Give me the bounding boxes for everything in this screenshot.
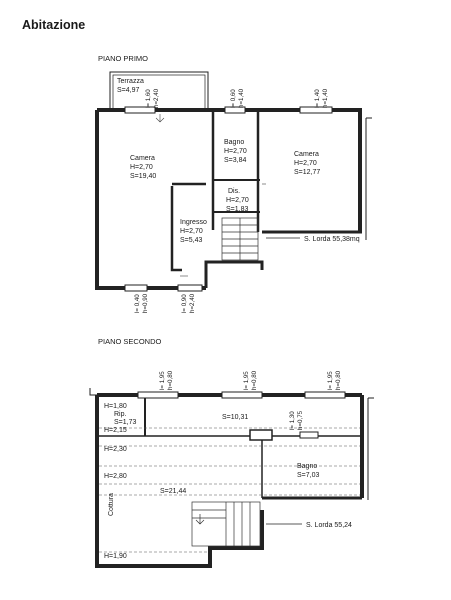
f1-op3-h: h=1,40 (322, 88, 329, 108)
floor1-openings (124, 106, 333, 292)
f2-h230: H=2,30 (104, 446, 127, 453)
bagno2-name: Bagno (297, 463, 317, 470)
floor2-lorda: S. Lorda 55,24 (306, 522, 352, 529)
ingresso-name: Ingresso (180, 219, 207, 226)
bagno1-name: Bagno (224, 139, 244, 146)
f1-op1-h: h=2,40 (153, 88, 160, 108)
f2-op1-h: h=0,80 (167, 370, 174, 390)
floor2-room-labels: H=1,80 Rip. S=1,73 H=2,15 S=10,31 H=2,30… (104, 403, 319, 560)
f1-op5-l: l= 0,90 (181, 294, 188, 313)
floor2-interior-walls (97, 397, 362, 498)
f2-op2-l: l= 1,95 (243, 371, 250, 390)
camera1-area: S=19,40 (130, 173, 156, 180)
f2-op3-l: l= 1,95 (327, 371, 334, 390)
floor1-interior-walls (170, 112, 260, 272)
dis-name: Dis. (228, 188, 240, 195)
rip-h2: H=2,15 (104, 427, 127, 434)
floor2-roof-lines (99, 427, 360, 553)
camera1-height: H=2,70 (130, 164, 153, 171)
f2-main-area: S=21,44 (160, 488, 186, 495)
f2-h280: H=2,80 (104, 473, 127, 480)
bagno2-area: S=7,03 (297, 472, 319, 479)
floor1-label: PIANO PRIMO (98, 54, 148, 63)
camera2-height: H=2,70 (294, 160, 317, 167)
f2-op1-l: l= 1,95 (159, 371, 166, 390)
floor1-stairs (221, 217, 259, 261)
floor1-lorda: S. Lorda 55,38mq (304, 236, 360, 243)
floor2-label: PIANO SECONDO (98, 337, 162, 346)
f2-h190: H=1,90 (104, 553, 127, 560)
camera2-area: S=12,77 (294, 169, 320, 176)
floor1-room-labels: Camera H=2,70 S=19,40 Bagno H=2,70 S=3,8… (130, 139, 320, 244)
f1-op4-h: h=0,90 (142, 293, 149, 313)
dis-height: H=2,70 (226, 197, 249, 204)
floor2-stairs (191, 501, 261, 547)
rip-area: S=1,73 (114, 419, 136, 426)
page-title: Abitazione (22, 18, 86, 32)
terrazza-area: S=4,97 (117, 87, 139, 94)
rip-h1: H=1,80 (104, 403, 127, 410)
f1-op2-l: l= 0,60 (230, 89, 237, 108)
f2-op3-h: h=0,80 (335, 370, 342, 390)
f1-op3-l: l= 1,40 (314, 89, 321, 108)
f2-op2-h: h=0,80 (251, 370, 258, 390)
ingresso-area: S=5,43 (180, 237, 202, 244)
f1-op4-l: l= 0,40 (134, 294, 141, 313)
f1-op2-h: h=1,40 (238, 88, 245, 108)
camera2-name: Camera (294, 151, 319, 158)
dis-area: S=1,83 (226, 206, 248, 213)
f2-op4-h: h=0,75 (297, 410, 304, 430)
terrazza-name: Terrazza (117, 78, 144, 85)
bagno1-area: S=3,84 (224, 157, 246, 164)
bagno1-height: H=2,70 (224, 148, 247, 155)
floor1-opening-labels: l= 1,60 h=2,40 l= 0,60 h=1,40 l= 1,40 h=… (134, 88, 329, 313)
rip-name: Rip. (114, 411, 127, 418)
cottura-label: Cottura (108, 493, 115, 516)
door-swings (155, 114, 266, 277)
f2-room-area: S=10,31 (222, 414, 248, 421)
f2-op4-l: l= 1,30 (289, 411, 296, 430)
floor2-opening-labels: l= 1,95 h=0,80 l= 1,95 h=0,80 l= 1,95 h=… (159, 370, 342, 430)
floor2-openings (137, 391, 346, 439)
ingresso-height: H=2,70 (180, 228, 203, 235)
f1-op1-l: l= 1,60 (145, 89, 152, 108)
f1-op5-h: h=2,40 (189, 293, 196, 313)
camera1-name: Camera (130, 155, 155, 162)
